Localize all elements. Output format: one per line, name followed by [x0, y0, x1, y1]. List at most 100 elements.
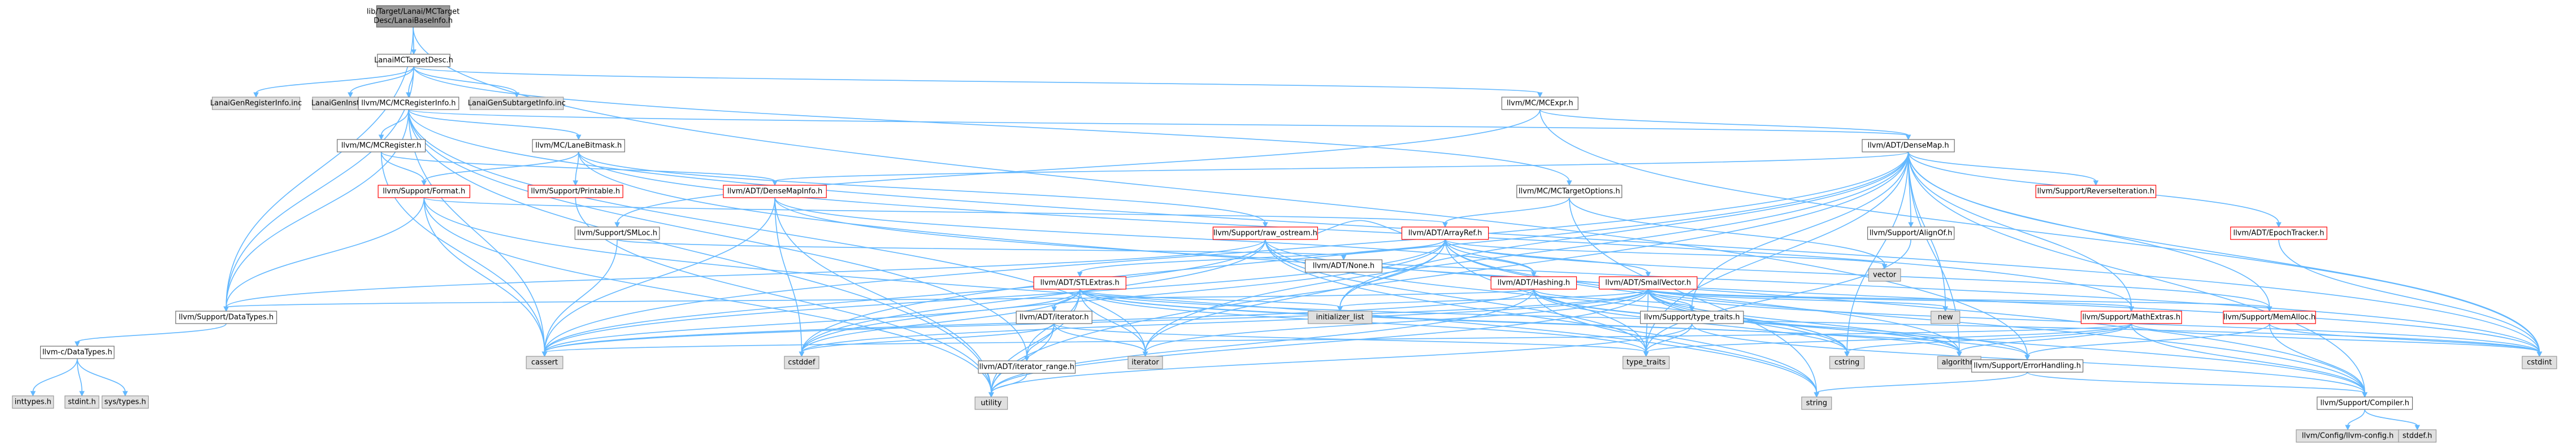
node-lanaiMCTargetDesc[interactable]: LanaiMCTargetDesc.h: [374, 54, 453, 67]
node-box: [527, 185, 623, 198]
node-label: llvm/ADT/STLExtras.h: [1040, 279, 1120, 287]
edge-mathExtras-to-cstdint: [2131, 323, 2540, 353]
edge-stlExtras-to-utility: [991, 289, 1081, 394]
edge-arrowhead: [1908, 222, 1914, 228]
edge-mcTargetOptions-to-arrayRef: [1445, 197, 1570, 224]
node-box: [2522, 356, 2557, 369]
edge-denseMap-to-iterator: [1144, 151, 1909, 353]
node-label: stdint.h: [68, 398, 96, 407]
node-cassert: cassert: [526, 356, 563, 369]
node-mcRegisterInfo[interactable]: llvm/MC/MCRegisterInfo.h: [358, 97, 459, 110]
edge-arrayRef-to-iterator: [1144, 239, 1446, 353]
edge-compiler-to-stddef: [2364, 409, 2418, 426]
node-mathExtras[interactable]: llvm/Support/MathExtras.h: [2080, 311, 2182, 324]
node-label: llvm/Support/type_traits.h: [1644, 313, 1740, 322]
node-label: sys/types.h: [105, 398, 146, 407]
node-label: llvm/Support/Printable.h: [531, 187, 620, 196]
node-label: type_traits: [1627, 359, 1666, 367]
node-denseMapInfo[interactable]: llvm/ADT/DenseMapInfo.h: [723, 185, 827, 198]
node-box: [784, 356, 819, 369]
edge-smLoc-to-cassert: [544, 239, 618, 353]
node-adtIterator[interactable]: llvm/ADT/iterator.h: [1016, 311, 1092, 324]
edge-lanaiMCTargetDesc-to-mcTargetOptions: [413, 66, 1570, 182]
node-label: LanaiGenSubtargetInfo.inc: [468, 99, 566, 108]
edge-arrayRef-to-hashing: [1445, 239, 1534, 273]
edge-arrowhead: [1537, 92, 1543, 98]
node-format[interactable]: llvm/Support/Format.h: [378, 185, 470, 198]
node-inttypes: inttypes.h: [12, 395, 54, 409]
edge-smallVector-to-cstring: [1647, 289, 1848, 353]
node-label: Desc/LanaiBaseInfo.h: [374, 17, 453, 25]
node-hashing[interactable]: llvm/ADT/Hashing.h: [1490, 276, 1577, 290]
edge-arrowhead: [2536, 351, 2543, 357]
node-box: [1127, 356, 1163, 369]
node-smLoc[interactable]: llvm/Support/SMLoc.h: [574, 226, 660, 240]
node-arrayRef[interactable]: llvm/ADT/ArrayRef.h: [1401, 226, 1489, 240]
edge-arrowhead: [223, 306, 229, 312]
edge-arrowhead: [1814, 392, 1820, 398]
node-mcTargetOptions[interactable]: llvm/MC/MCTargetOptions.h: [1516, 185, 1623, 198]
node-printable[interactable]: llvm/Support/Printable.h: [527, 185, 623, 198]
node-box: [1862, 139, 1955, 152]
edge-denseMap-to-reverseIteration: [1907, 151, 2097, 182]
edge-mathExtras-to-cstring: [1846, 323, 2132, 353]
node-memAlloc[interactable]: llvm/Support/MemAlloc.h: [2223, 311, 2316, 324]
node-reverseIteration[interactable]: llvm/Support/ReverseIteration.h: [2035, 185, 2157, 198]
node-smallVector[interactable]: llvm/ADT/SmallVector.h: [1599, 276, 1698, 290]
node-rawOstream[interactable]: llvm/Support/raw_ostream.h: [1212, 226, 1319, 240]
edge-typeTraitsH-to-typeTraits: [1645, 323, 1693, 353]
node-typeTraitsH[interactable]: llvm/Support/type_traits.h: [1640, 311, 1744, 324]
node-label: llvm/ADT/ArrayRef.h: [1408, 229, 1482, 238]
edge-mcRegisterInfo-to-cassert: [408, 109, 545, 353]
node-label: algorithm: [1941, 359, 1977, 367]
edge-mathExtras-to-algorithm: [1959, 323, 2132, 353]
node-box: [2035, 185, 2157, 198]
node-adtNone[interactable]: llvm/ADT/None.h: [1304, 259, 1382, 273]
node-mcExpr[interactable]: llvm/MC/MCExpr.h: [1501, 97, 1578, 110]
node-root[interactable]: lib/Target/Lanai/MCTargetDesc/LanaiBaseI…: [367, 5, 459, 28]
node-box: [64, 395, 99, 409]
edge-cDataTypes-to-stdint: [76, 358, 83, 392]
node-denseMap[interactable]: llvm/ADT/DenseMap.h: [1862, 139, 1955, 152]
node-box: [2398, 429, 2437, 443]
edge-smallVector-to-initializerList: [1339, 289, 1649, 308]
node-box: [1212, 226, 1319, 240]
node-mcRegister[interactable]: llvm/MC/MCRegister.h: [337, 139, 426, 152]
node-label: cstdint: [2527, 359, 2552, 367]
node-label: stddef.h: [2402, 432, 2432, 440]
edge-format-to-dataTypesH: [225, 197, 425, 308]
edge-denseMap-to-compiler: [1907, 151, 2366, 394]
edge-smallVector-to-cstddef: [801, 289, 1649, 353]
node-new: new: [1931, 311, 1961, 324]
node-lanaiGenRegisterInfo: LanaiGenRegisterInfo.inc: [210, 97, 302, 110]
node-alignOf[interactable]: llvm/Support/AlignOf.h: [1867, 226, 1955, 240]
edge-mcRegisterInfo-to-mcRegister: [380, 109, 409, 136]
node-label: llvm/ADT/SmallVector.h: [1605, 279, 1691, 287]
edge-denseMapInfo-to-cassert: [544, 197, 775, 353]
node-box: [532, 139, 625, 152]
node-label: llvm/Support/SMLoc.h: [577, 229, 657, 238]
edge-arrowhead: [1442, 222, 1448, 228]
edge-arrayRef-to-algorithm: [1445, 239, 1960, 353]
node-label: llvm/Support/MathExtras.h: [2082, 313, 2180, 322]
node-stddef: stddef.h: [2398, 429, 2437, 443]
node-stlExtras[interactable]: llvm/ADT/STLExtras.h: [1033, 276, 1126, 290]
edge-mathExtras-to-typeTraits: [1645, 323, 2132, 353]
node-compiler[interactable]: llvm/Support/Compiler.h: [2317, 396, 2413, 410]
node-errorHandling[interactable]: llvm/Support/ErrorHandling.h: [1971, 359, 2084, 373]
node-cDataTypes[interactable]: llvm-c/DataTypes.h: [40, 346, 115, 359]
node-dataTypesH[interactable]: llvm/Support/DataTypes.h: [175, 311, 277, 324]
node-iteratorRange[interactable]: llvm/ADT/iterator_range.h: [978, 360, 1076, 374]
node-box: [211, 97, 301, 110]
node-llvmConfig: llvm/Config/llvm-config.h: [2296, 429, 2400, 443]
edge-arrowhead: [2345, 425, 2351, 431]
node-label: iterator: [1131, 359, 1159, 367]
edge-memAlloc-to-compiler: [2269, 323, 2366, 394]
node-typeTraits: type_traits: [1622, 356, 1670, 369]
node-vector: vector: [1868, 268, 1901, 282]
node-box: [377, 54, 450, 67]
node-laneBitmask[interactable]: llvm/MC/LaneBitmask.h: [532, 139, 625, 152]
node-epochTracker[interactable]: llvm/ADT/EpochTracker.h: [2230, 226, 2327, 240]
edge-smallVector-to-typeTraitsH: [1647, 289, 1693, 308]
